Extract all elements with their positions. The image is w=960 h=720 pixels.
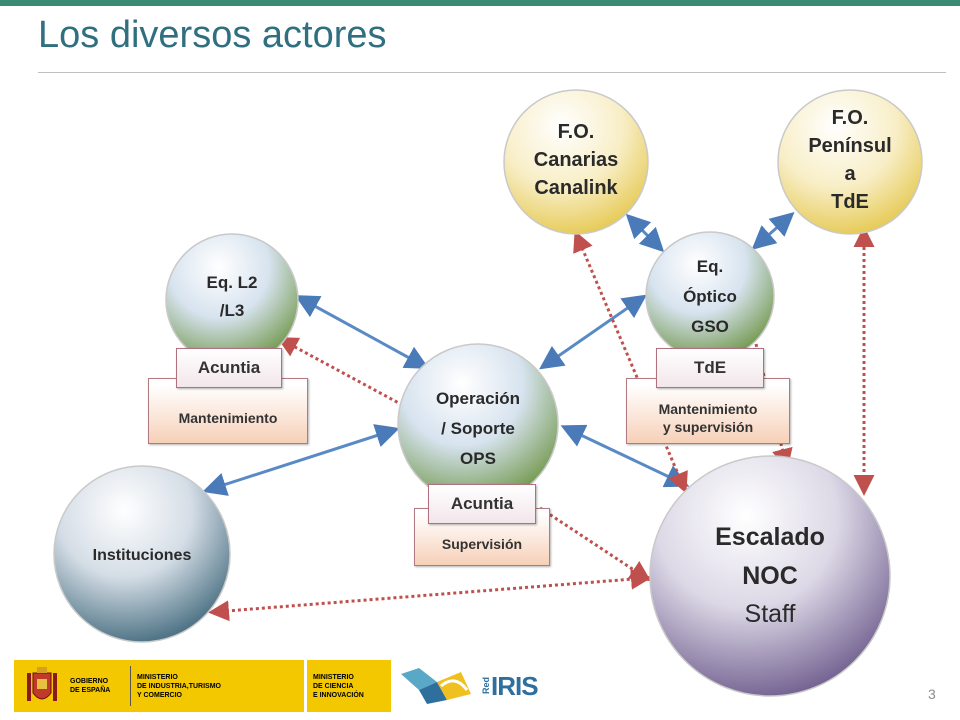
svg-text:Operación: Operación	[436, 389, 520, 408]
svg-text:OPS: OPS	[460, 449, 496, 468]
footer-logos: GOBIERNO DE ESPAÑA MINISTERIO DE INDUSTR…	[14, 660, 539, 712]
coat-of-arms-icon	[20, 664, 64, 708]
mantenimiento-left-label: Mantenimiento	[178, 410, 278, 426]
dotted-operacion-escalado	[539, 506, 652, 582]
tde-tag: TdE	[656, 348, 764, 388]
svg-text:Escalado: Escalado	[715, 523, 825, 551]
dotted-escalado-canarias	[573, 230, 688, 494]
svg-text:Canarias: Canarias	[534, 149, 619, 171]
svg-text:NOC: NOC	[742, 562, 798, 590]
mantenimiento-right-box: Mantenimiento y supervisión	[626, 378, 790, 444]
svg-text:Instituciones: Instituciones	[93, 547, 192, 564]
svg-text:TdE: TdE	[831, 191, 869, 213]
mantenimiento-right-line1: Mantenimiento	[658, 401, 758, 417]
acuntia-center-label: Acuntia	[450, 494, 514, 513]
acuntia-left-label: Acuntia	[197, 358, 261, 377]
svg-text:Canalink: Canalink	[534, 177, 618, 199]
svg-text:/ Soporte: / Soporte	[441, 419, 515, 438]
supervision-label: Supervisión	[441, 536, 523, 552]
title-divider	[38, 72, 946, 73]
node-fo-peninsula: F.O. Penínsul a TdE	[777, 89, 923, 235]
arrow-canarias-optico	[625, 213, 665, 253]
svg-text:Eq.: Eq.	[697, 257, 723, 276]
svg-text:/L3: /L3	[220, 301, 245, 320]
top-accent-bar	[0, 0, 960, 6]
svg-text:a: a	[844, 163, 856, 185]
arrow-l2-operacion	[294, 295, 430, 369]
node-operacion: Operación / Soporte OPS	[397, 343, 559, 505]
ministry-industry: MINISTERIO DE INDUSTRIA,TURISMO Y COMERC…	[137, 673, 221, 699]
arrow-operacion-optico	[539, 294, 647, 370]
node-fo-canarias: F.O. Canarias Canalink	[503, 89, 649, 235]
acuntia-center-tag: Acuntia	[428, 484, 536, 524]
gov-name: GOBIERNO DE ESPAÑA	[70, 678, 111, 694]
ministry-science-logo: MINISTERIO DE CIENCIA E INNOVACIÓN	[307, 660, 391, 712]
node-eq-optico: Eq. Óptico GSO	[645, 231, 775, 361]
svg-text:F.O.: F.O.	[832, 107, 869, 129]
mantenimiento-right-line2: y supervisión	[662, 419, 754, 435]
rediris-logo: Red IRIS	[397, 660, 539, 712]
svg-text:F.O.: F.O.	[558, 121, 595, 143]
rediris-red: Red	[481, 677, 491, 695]
page-number: 3	[928, 686, 936, 702]
ministry-science: MINISTERIO DE CIENCIA E INNOVACIÓN	[313, 673, 364, 699]
dotted-instituciones-escalado	[208, 568, 652, 622]
svg-text:Eq. L2: Eq. L2	[206, 273, 257, 292]
svg-text:Óptico: Óptico	[683, 287, 737, 306]
acuntia-left-tag: Acuntia	[176, 348, 282, 388]
logo-divider	[130, 666, 131, 706]
node-instituciones: Instituciones	[53, 465, 231, 643]
government-logo: GOBIERNO DE ESPAÑA MINISTERIO DE INDUSTR…	[14, 660, 304, 712]
slide-title: Los diversos actores	[38, 14, 387, 56]
svg-text:GSO: GSO	[691, 317, 729, 336]
svg-text:Staff: Staff	[745, 600, 796, 628]
arrow-operacion-instituciones	[202, 424, 400, 496]
svg-text:Penínsul: Penínsul	[808, 135, 891, 157]
arrow-peninsula-optico	[751, 212, 795, 250]
node-escalado: Escalado NOC Staff	[649, 455, 891, 697]
node-eq-l2: Eq. L2 /L3	[165, 233, 299, 367]
rediris-symbol-icon	[401, 668, 471, 704]
tde-tag-label: TdE	[693, 358, 727, 377]
mantenimiento-left-box: Mantenimiento	[148, 378, 308, 444]
rediris-iris: IRIS	[491, 670, 539, 701]
